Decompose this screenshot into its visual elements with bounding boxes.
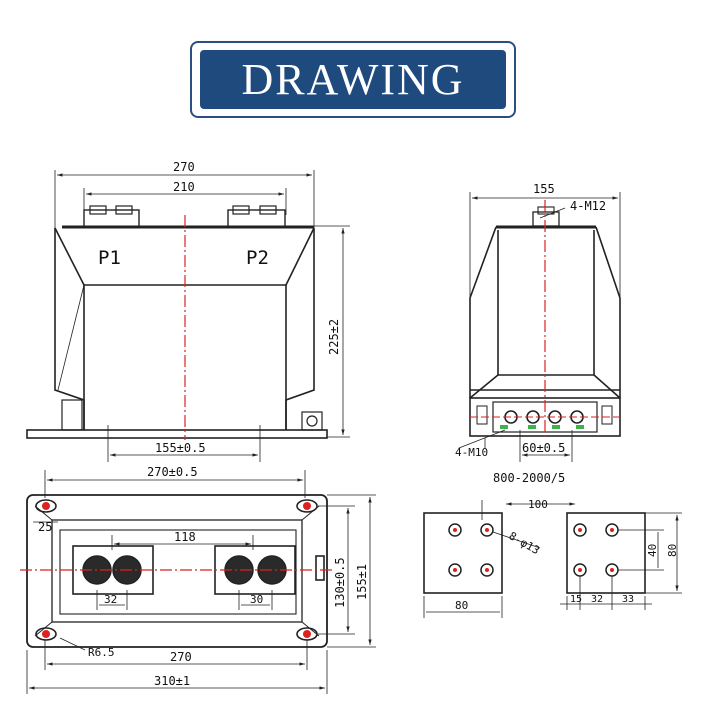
side-label-4-m12: 4-M12	[570, 199, 606, 213]
top-dim-310: 310±1	[154, 674, 190, 688]
side-dim-155: 155	[533, 182, 555, 196]
busbar-dim-32: 32	[591, 594, 603, 605]
busbar-pad-right	[560, 512, 682, 610]
busbar-label-holes: 8-φ13	[507, 529, 542, 557]
top-dim-32: 32	[104, 593, 117, 606]
top-view	[26, 470, 376, 694]
front-dim-210: 210	[173, 180, 195, 194]
busbar-dim-80-width: 80	[455, 599, 468, 612]
side-green-markers	[500, 425, 584, 429]
busbar-dim-40: 40	[646, 544, 659, 557]
front-dim-270: 270	[173, 160, 195, 174]
top-dim-r6-5: R6.5	[88, 646, 115, 659]
busbar-pad-left	[423, 500, 541, 618]
busbar-dim-80-height: 80	[666, 544, 679, 557]
front-dim-225: 225±2	[327, 319, 341, 355]
title-banner: DRAWING	[190, 41, 516, 118]
busbar-dim-100: 100	[528, 498, 548, 511]
busbar-pad-left-holes	[448, 523, 494, 577]
top-dim-130: 130±0.5	[333, 557, 347, 608]
front-dim-155: 155±0.5	[155, 441, 206, 455]
busbar-dim-15: 15	[570, 594, 582, 605]
top-dim-155-tol: 155±1	[355, 564, 369, 600]
top-dim-270-tol: 270±0.5	[147, 465, 198, 479]
ratio-label: 800-2000/5	[493, 471, 565, 485]
side-view	[458, 192, 621, 462]
busbar-pad-left-centers	[453, 528, 489, 572]
title-banner-fill: DRAWING	[200, 50, 506, 109]
busbar-dim-33: 33	[622, 594, 634, 605]
side-dim-60: 60±0.5	[522, 441, 565, 455]
top-dim-30: 30	[250, 593, 263, 606]
front-view	[26, 170, 350, 462]
side-label-4-m10: 4-M10	[455, 446, 488, 459]
page-title: DRAWING	[241, 55, 465, 104]
top-dim-270: 270	[170, 650, 192, 664]
busbar-pad-right-centers	[578, 528, 614, 572]
terminal-p1-label: P1	[98, 247, 121, 269]
terminal-p2-label: P2	[246, 247, 269, 269]
top-dim-118: 118	[174, 530, 196, 544]
top-dim-25: 25	[38, 520, 52, 534]
